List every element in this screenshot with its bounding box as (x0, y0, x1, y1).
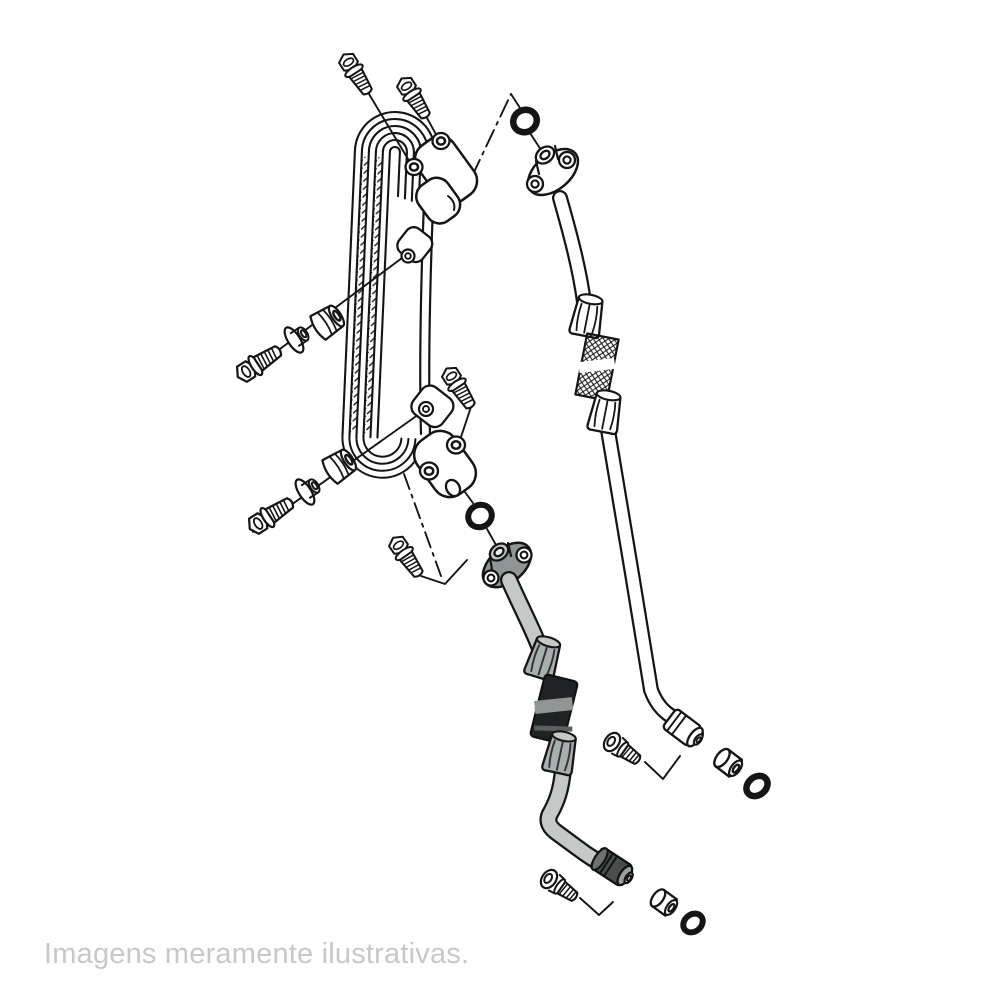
rubber-grommet (306, 300, 350, 343)
washer (279, 318, 316, 357)
spacer-bushing (646, 885, 682, 920)
o-ring (465, 501, 495, 531)
cooler-top-fitting (404, 131, 479, 225)
return-hose-assembly (509, 106, 704, 748)
leader-line (510, 93, 521, 109)
hose-flange (525, 144, 580, 197)
o-ring (509, 106, 541, 136)
leader-line (644, 755, 681, 780)
leader-line (368, 93, 412, 165)
o-ring (680, 910, 706, 936)
leader-line (420, 559, 468, 585)
crimp-collar (586, 389, 622, 436)
hex-flange-bolt (391, 71, 437, 124)
end-fitting (662, 708, 704, 748)
hex-flange-bolt (242, 491, 299, 540)
socket-head-bolt (536, 865, 583, 908)
spacer-bushing (710, 745, 747, 781)
leader-line-dashdot (403, 473, 442, 577)
oil-cooler-core (341, 110, 436, 479)
hose-flange (481, 541, 533, 589)
braided-sleeve (529, 673, 579, 745)
leader-line (486, 528, 497, 546)
caption-text: Imagens meramente ilustrativas. (44, 938, 470, 970)
washer (290, 470, 327, 509)
crimp-collar (568, 293, 604, 340)
socket-head-bolt (599, 728, 646, 771)
o-ring (743, 772, 771, 800)
end-fitting (590, 847, 634, 887)
braided-sleeve (574, 332, 620, 402)
cooler-bottom-fitting (412, 429, 478, 499)
feed-hose-assembly-highlighted (465, 501, 634, 887)
crimp-collar (541, 730, 577, 777)
cooler-mount-tab-upper (396, 226, 434, 264)
leader-line (579, 897, 614, 916)
cooler-mount-tab-lower (410, 384, 455, 429)
leader-line-dashdot (457, 93, 512, 207)
hex-flange-bolt (230, 339, 287, 388)
hex-flange-bolt (383, 530, 429, 583)
hex-flange-bolt (333, 47, 379, 100)
hose-tube (552, 190, 704, 742)
